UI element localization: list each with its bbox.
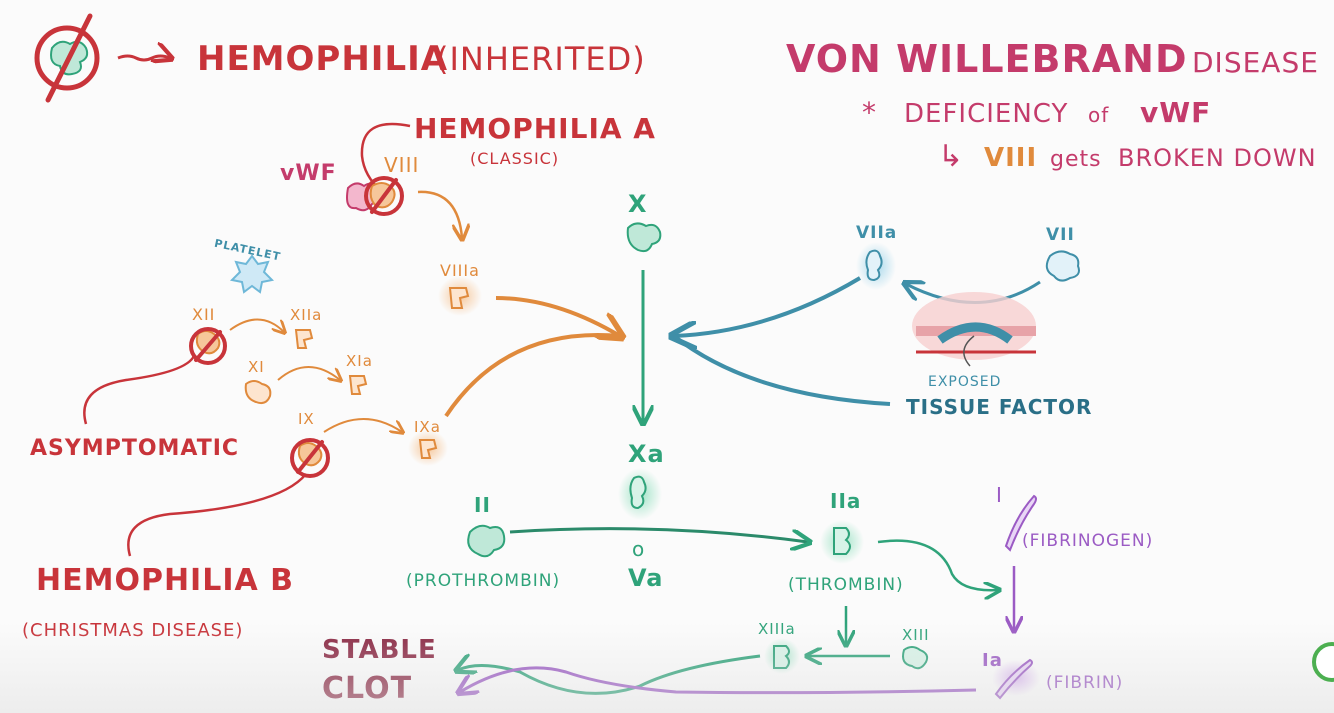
ixa-to-x-arrow xyxy=(444,333,621,418)
hemophilia-b-title: HEMOPHILIA B xyxy=(36,563,294,598)
intrinsic-pathway: XII XIIa XI XIa IX IXa VIIIa xyxy=(189,261,621,478)
ii-label: II xyxy=(474,493,491,517)
i-label: I xyxy=(996,483,1003,507)
iia-label: IIa xyxy=(830,489,861,513)
xii-to-xiia-arrow xyxy=(229,318,284,332)
xi-molecule xyxy=(244,380,272,405)
xiiia-label: XIIIa xyxy=(758,620,796,638)
vwd-title-bold: VON WILLEBRAND xyxy=(786,37,1188,81)
hemophilia-b-pointer xyxy=(127,473,307,557)
vii-molecule xyxy=(1045,250,1080,282)
inherited-label: (INHERITED) xyxy=(436,40,646,78)
va-label: Va xyxy=(628,564,663,592)
xii-blocked-icon xyxy=(189,327,227,365)
xa-molecule xyxy=(629,475,647,510)
header-arrow xyxy=(117,56,170,60)
player-control-button[interactable] xyxy=(1312,642,1334,682)
platelet: PLATELET xyxy=(213,237,282,294)
von-willebrand-section: VON WILLEBRAND DISEASE * DEFICIENCY of v… xyxy=(786,37,1319,174)
common-pathway: X Xa o Va II (PROTHROMBIN) IIa (THROMBIN… xyxy=(406,190,998,674)
fibrin-label: (FIBRIN) xyxy=(1046,673,1123,693)
vwd-vwf: vWF xyxy=(1140,96,1211,129)
xiia-molecule xyxy=(294,329,314,349)
ix-blocked-icon xyxy=(290,438,330,478)
vwd-arrow-glyph: ↳ xyxy=(938,139,964,174)
viiia-molecule xyxy=(448,287,470,309)
viia-label: VIIa xyxy=(856,223,897,243)
fibrinogen-molecule xyxy=(1004,494,1037,552)
hemophilia-b-section: HEMOPHILIA B (CHRISTMAS DISEASE) xyxy=(22,473,307,641)
vessel-wall-icon xyxy=(912,292,1036,360)
vii-label: VII xyxy=(1046,225,1075,245)
ii-molecule xyxy=(467,524,506,558)
hemophilia-title: HEMOPHILIA xyxy=(197,39,448,79)
xi-label: XI xyxy=(248,358,265,376)
viii-blocked-icon xyxy=(364,176,404,216)
asymptomatic-callout: ASYMPTOMATIC xyxy=(30,355,239,461)
hemophilia-b-subtitle: (CHRISTMAS DISEASE) xyxy=(22,620,243,641)
hemophilia-header: HEMOPHILIA (INHERITED) xyxy=(34,13,646,103)
ix-label: IX xyxy=(298,410,315,428)
vwd-bullet: * xyxy=(862,96,877,129)
viii-to-viiia-arrow xyxy=(417,190,462,238)
iia-molecule xyxy=(833,527,851,555)
iia-to-fibrinogen-arrow xyxy=(877,539,998,591)
tissue-factor-to-x-arrow xyxy=(672,334,891,406)
xiiia-molecule xyxy=(773,645,790,669)
stable-clot-line2: CLOT xyxy=(322,671,412,706)
asymptomatic-pointer xyxy=(83,355,196,425)
extrinsic-pathway: VIIa VII EXPOSED TISSUE FACTOR xyxy=(672,223,1092,419)
viiia-label: VIIIa xyxy=(440,261,480,280)
vwd-of: of xyxy=(1088,103,1109,127)
xiii-molecule xyxy=(902,646,929,670)
viii-label: VIII xyxy=(384,153,419,177)
va-circle: o xyxy=(632,537,645,561)
fibrin-pathway: I (FIBRINOGEN) Ia (FIBRIN) xyxy=(982,483,1153,700)
vwd-broken-down: BROKEN DOWN xyxy=(1118,144,1317,172)
viiia-to-x-arrow xyxy=(495,296,620,336)
xii-label: XII xyxy=(192,305,215,324)
viia-to-x-arrow xyxy=(674,276,862,336)
x-label: X xyxy=(628,190,648,218)
xiiia-to-clot-arrow xyxy=(458,656,761,695)
xiia-label: XIIa xyxy=(290,306,322,324)
fibrinogen-label: (FIBRINOGEN) xyxy=(1022,531,1153,551)
ix-to-ixa-arrow xyxy=(323,418,402,432)
prothrombin-label: (PROTHROMBIN) xyxy=(406,571,560,591)
stable-clot: STABLE CLOT xyxy=(322,635,977,706)
x-molecule xyxy=(626,222,662,253)
asymptomatic-label: ASYMPTOMATIC xyxy=(30,436,239,461)
stable-clot-line1: STABLE xyxy=(322,635,437,665)
xa-label: Xa xyxy=(628,440,665,468)
ii-to-iia-arrow xyxy=(509,527,808,542)
vwd-gets: gets xyxy=(1050,147,1102,172)
vwf-label: vWF xyxy=(280,161,337,186)
hemophilia-a-subtitle: (CLASSIC) xyxy=(470,149,559,168)
hemophilia-a-section: HEMOPHILIA A (CLASSIC) vWF VIII xyxy=(280,112,656,238)
tissue-factor-label: TISSUE FACTOR xyxy=(906,395,1092,419)
platelet-icon xyxy=(229,254,275,294)
xiii-label: XIII xyxy=(902,626,930,644)
exposed-label: EXPOSED xyxy=(928,374,1001,390)
vwd-deficiency: DEFICIENCY xyxy=(904,99,1068,129)
ixa-molecule xyxy=(418,439,438,459)
no-factor-icon xyxy=(34,13,100,103)
xi-to-xia-arrow xyxy=(277,366,340,380)
vwd-viii: VIII xyxy=(984,143,1037,173)
xia-molecule xyxy=(348,375,368,395)
tissue-factor-pointer xyxy=(963,335,975,367)
hemophilia-a-title: HEMOPHILIA A xyxy=(414,112,656,145)
vwd-title-rest: DISEASE xyxy=(1192,46,1319,79)
platelet-label: PLATELET xyxy=(213,237,282,264)
viia-molecule xyxy=(865,249,883,282)
xia-label: XIa xyxy=(346,352,373,370)
thrombin-label: (THROMBIN) xyxy=(788,575,904,595)
